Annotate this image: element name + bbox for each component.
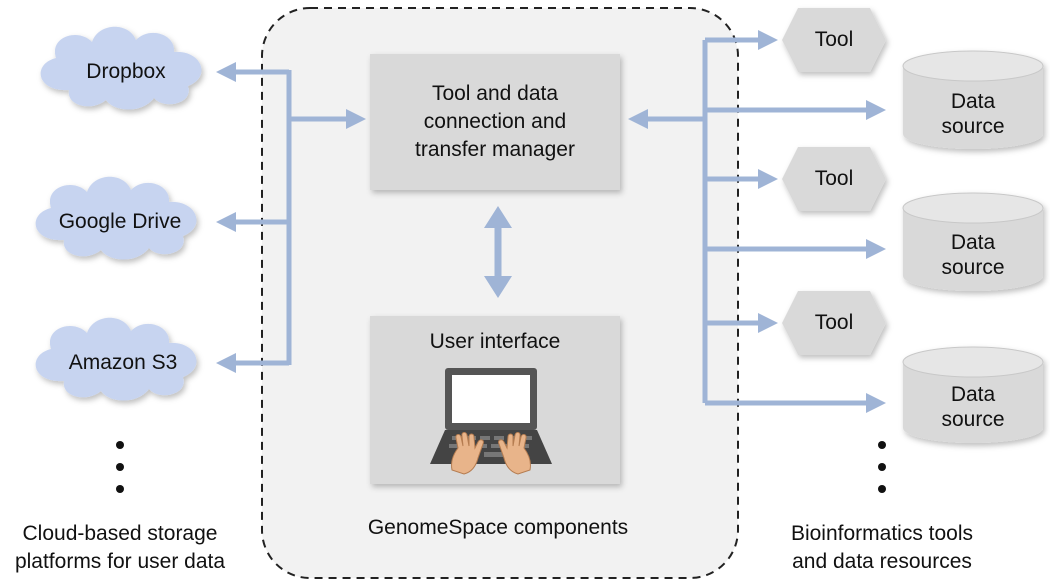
left-caption-line-2: platforms for user data bbox=[14, 550, 226, 573]
tool-hexagon-2 bbox=[782, 147, 886, 211]
right-arrows bbox=[646, 37, 870, 406]
right-caption-line-1: Bioinformatics tools bbox=[790, 522, 974, 545]
right-caption: Bioinformatics tools and data resources bbox=[768, 520, 996, 576]
left-ellipsis-dots bbox=[116, 441, 124, 493]
right-ellipsis-dots bbox=[878, 441, 886, 493]
right-hand-icon bbox=[498, 432, 531, 475]
data-source-cylinder-2 bbox=[902, 192, 1044, 291]
data-source-cylinder-1 bbox=[902, 50, 1044, 149]
tool-label-1: Tool bbox=[814, 28, 854, 51]
data-source-3-line-2: source bbox=[941, 408, 1005, 431]
manager-line-1: Tool and data bbox=[431, 82, 559, 105]
manager-box bbox=[370, 54, 620, 190]
tool-label-3: Tool bbox=[814, 311, 854, 334]
left-caption: Cloud-based storage platforms for user d… bbox=[0, 520, 240, 576]
tool-label-2: Tool bbox=[814, 167, 854, 190]
cloud-label-dropbox: Dropbox bbox=[86, 60, 166, 83]
tool-hexagon-3 bbox=[782, 291, 886, 355]
data-source-3-line-1: Data bbox=[950, 383, 996, 406]
manager-line-2: connection and bbox=[423, 110, 567, 133]
manager-label: Tool and data connection and transfer ma… bbox=[370, 80, 620, 164]
data-source-label-2: Data source bbox=[903, 230, 1043, 280]
laptop-icon bbox=[430, 368, 552, 464]
data-source-cylinder-3 bbox=[902, 346, 1044, 443]
genomespace-caption: GenomeSpace components bbox=[367, 516, 629, 539]
data-source-2-line-1: Data bbox=[950, 231, 996, 254]
data-source-label-1: Data source bbox=[903, 89, 1043, 139]
left-hand-icon bbox=[451, 432, 484, 475]
data-source-1-line-2: source bbox=[941, 115, 1005, 138]
left-caption-line-1: Cloud-based storage bbox=[22, 522, 218, 545]
right-arrowheads bbox=[628, 30, 886, 413]
left-arrowheads bbox=[216, 62, 366, 373]
right-caption-line-2: and data resources bbox=[792, 550, 972, 573]
tool-hexagon-1 bbox=[782, 8, 886, 72]
cloud-label-google-drive: Google Drive bbox=[58, 210, 182, 233]
manager-line-3: transfer manager bbox=[415, 138, 575, 161]
left-arrows bbox=[232, 69, 350, 366]
data-source-2-line-2: source bbox=[941, 256, 1005, 279]
ui-manager-double-arrow bbox=[484, 206, 512, 298]
cloud-label-amazon-s3: Amazon S3 bbox=[68, 351, 178, 374]
user-interface-title: User interface bbox=[429, 330, 561, 353]
data-source-label-3: Data source bbox=[903, 382, 1043, 432]
data-source-1-line-1: Data bbox=[950, 90, 996, 113]
